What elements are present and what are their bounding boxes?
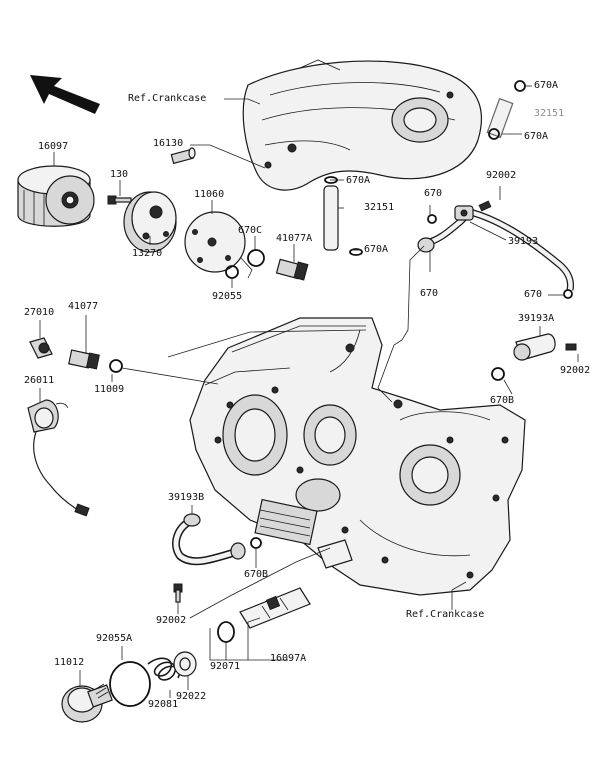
part-92055a-label: 92055A xyxy=(96,633,133,644)
washer-92022 xyxy=(173,651,197,677)
part-39193a-label: 39193A xyxy=(518,313,555,324)
ref-crankcase-bottom-label: Ref.Crankcase xyxy=(406,609,485,620)
o-ring-92071 xyxy=(217,621,235,643)
part-670a-mid2-label: 670A xyxy=(364,244,389,255)
bolt-92002-bottom xyxy=(173,583,183,603)
o-ring-92055a xyxy=(109,661,151,707)
part-27010-label: 27010 xyxy=(24,307,55,318)
ref-crankcase-top-label: Ref.Crankcase xyxy=(128,93,207,104)
part-92081-label: 92081 xyxy=(148,699,179,710)
sleeve-16130 xyxy=(170,147,196,165)
fitting-41077a xyxy=(275,258,309,281)
oil-pipe-39193 xyxy=(417,200,574,299)
part-670a-top-label: 670A xyxy=(534,80,559,91)
part-26011-label: 26011 xyxy=(24,375,55,386)
switch-27010 xyxy=(29,337,53,359)
crankcase-upper xyxy=(242,59,483,191)
part-16130-label: 16130 xyxy=(153,138,184,149)
o-ring-670c xyxy=(247,249,265,267)
part-41077-label: 41077 xyxy=(68,301,99,312)
part-670c-label: 670C xyxy=(238,225,263,236)
part-670-a-label: 670 xyxy=(424,188,443,199)
part-16097-label: 16097 xyxy=(38,141,69,152)
cover-13270 xyxy=(123,191,177,253)
relief-valve-16097a xyxy=(239,587,311,629)
plate-11060 xyxy=(184,211,246,273)
part-670a-top2-label: 670A xyxy=(524,131,549,142)
part-670-c-label: 670 xyxy=(524,289,543,300)
part-92002-right-label: 92002 xyxy=(560,365,591,376)
part-39193-label: 39193 xyxy=(508,236,539,247)
sensor-26011 xyxy=(27,399,90,517)
direction-arrow-icon xyxy=(30,75,100,114)
crankcase-main xyxy=(189,317,526,596)
pipe-39193b xyxy=(172,513,262,566)
leader-lines xyxy=(39,85,579,698)
part-670b-left-label: 670B xyxy=(244,569,269,580)
part-16097a-label: 16097A xyxy=(270,653,307,664)
washer-11009 xyxy=(109,359,123,373)
part-32151-mid-label: 32151 xyxy=(364,202,395,213)
spring-92081 xyxy=(147,657,181,681)
part-11060-label: 11060 xyxy=(194,189,225,200)
part-92002-top-label: 92002 xyxy=(486,170,517,181)
part-11012-label: 11012 xyxy=(54,657,85,668)
part-670b-right-label: 670B xyxy=(490,395,515,406)
part-670a-mid-label: 670A xyxy=(346,175,371,186)
part-11009-label: 11009 xyxy=(94,384,125,395)
fitting-41077 xyxy=(68,349,100,370)
part-670-b-label: 670 xyxy=(420,288,439,299)
part-92071-label: 92071 xyxy=(210,661,241,672)
pipe-32151-top xyxy=(486,80,526,140)
part-92055-label: 92055 xyxy=(212,291,243,302)
part-32151-top-label: 32151 xyxy=(534,108,565,119)
part-130-label: 130 xyxy=(110,169,129,180)
part-92002-bottom-label: 92002 xyxy=(156,615,187,626)
bolt-130 xyxy=(107,195,132,205)
oil-filter-16097 xyxy=(17,165,95,227)
part-39193b-label: 39193B xyxy=(168,492,205,503)
part-41077a-label: 41077A xyxy=(276,233,313,244)
o-ring-92055 xyxy=(225,265,239,279)
bracket-39193a xyxy=(491,333,577,381)
part-92022-label: 92022 xyxy=(176,691,207,702)
part-13270-label: 13270 xyxy=(132,248,163,259)
pipe-32151-mid xyxy=(323,176,363,256)
plug-11012 xyxy=(61,683,113,723)
